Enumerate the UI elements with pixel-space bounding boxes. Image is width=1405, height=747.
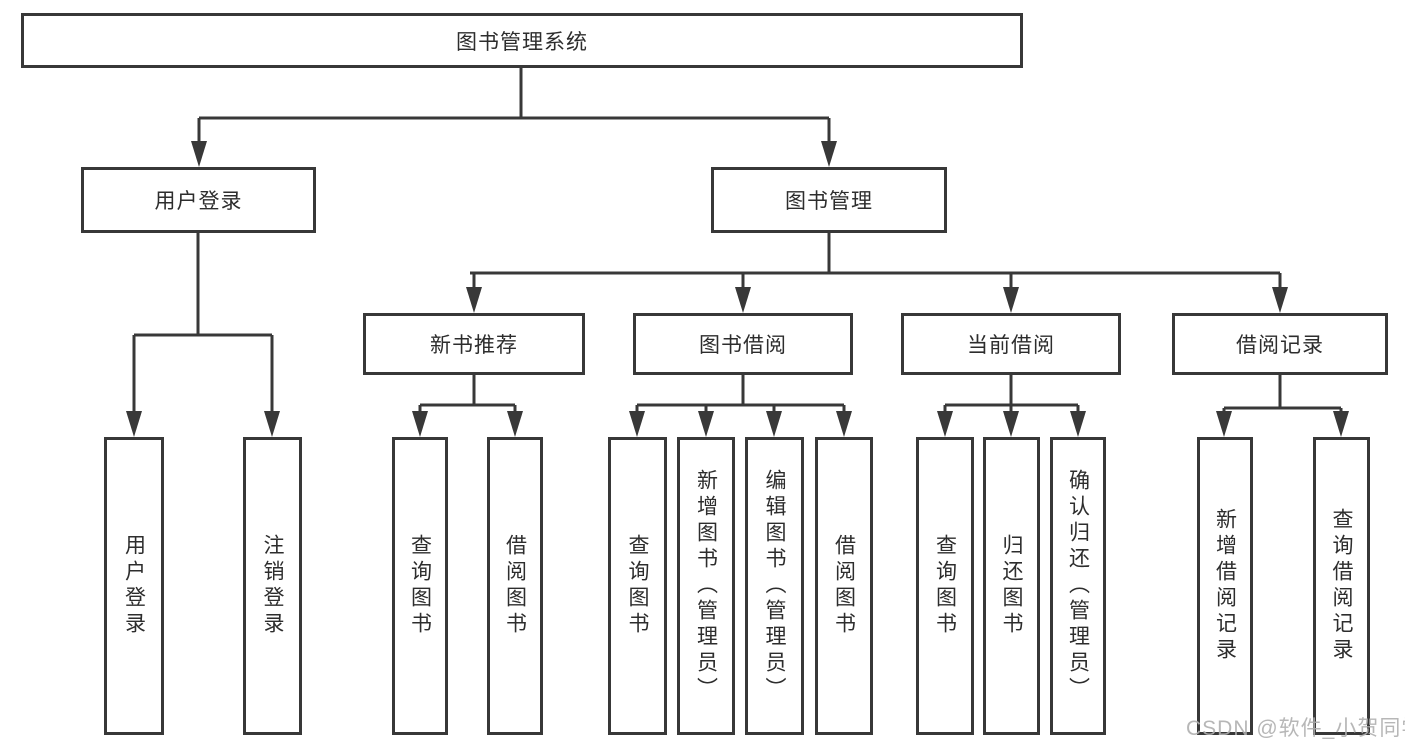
leaf-query-books-borrow-label: 查询图书	[626, 534, 649, 638]
arrowhead-icon	[507, 411, 523, 437]
connector-userlogin-to-leaves	[132, 232, 274, 413]
leaf-logout: 注销登录	[243, 437, 302, 735]
node-book-management-label: 图书管理	[785, 190, 873, 213]
leaf-confirm-return-admin: 确认归还（管理员）	[1050, 437, 1106, 735]
leaf-edit-books-admin-label: 编辑图书（管理员）	[763, 469, 786, 703]
arrowhead-icon	[629, 411, 645, 437]
node-borrow-records: 借阅记录	[1172, 313, 1388, 375]
arrowhead-icon	[466, 287, 482, 313]
node-user-login-label: 用户登录	[154, 190, 243, 213]
leaf-user-login-label: 用户登录	[122, 534, 146, 638]
connector-borrow-to-leaves	[635, 375, 846, 413]
arrowhead-icon	[1333, 411, 1349, 437]
leaf-query-borrow-record: 查询借阅记录	[1313, 437, 1370, 735]
arrowhead-icon	[766, 411, 782, 437]
leaf-query-books-current: 查询图书	[916, 437, 974, 735]
leaf-return-books: 归还图书	[983, 437, 1040, 735]
arrowhead-icon	[264, 411, 280, 437]
leaf-add-borrow-record: 新增借阅记录	[1197, 437, 1253, 735]
leaf-borrow-books-recommend: 借阅图书	[487, 437, 543, 735]
csdn-watermark: CSDN @软件_小贺同学	[1186, 717, 1405, 740]
arrowhead-icon	[126, 411, 142, 437]
arrowhead-icon	[412, 411, 428, 437]
connector-bookmgmt-to-level3	[470, 233, 1282, 289]
leaf-add-borrow-record-label: 新增借阅记录	[1213, 508, 1237, 664]
node-new-book-recommend: 新书推荐	[363, 313, 585, 375]
arrowhead-icon	[821, 141, 837, 167]
connector-current-to-leaves	[943, 375, 1080, 413]
leaf-query-books-recommend: 查询图书	[392, 437, 448, 735]
node-root: 图书管理系统	[21, 13, 1023, 68]
connector-root-to-level2	[197, 68, 831, 143]
node-current-borrow: 当前借阅	[901, 313, 1121, 375]
node-user-login: 用户登录	[81, 167, 316, 233]
arrowhead-icon	[1216, 411, 1232, 437]
node-book-management: 图书管理	[711, 167, 947, 233]
leaf-borrow-books-label: 借阅图书	[832, 534, 856, 638]
arrowhead-icon	[937, 411, 953, 437]
arrowhead-icon	[698, 411, 714, 437]
leaf-edit-books-admin: 编辑图书（管理员）	[745, 437, 804, 735]
connector-records-to-leaves	[1222, 375, 1343, 413]
arrowhead-icon	[191, 141, 207, 167]
arrowhead-icon	[1003, 287, 1019, 313]
node-book-borrow: 图书借阅	[633, 313, 853, 375]
node-current-borrow-label: 当前借阅	[967, 334, 1055, 357]
node-book-borrow-label: 图书借阅	[699, 334, 787, 357]
leaf-add-books-admin-label: 新增图书（管理员）	[694, 469, 718, 703]
leaf-query-books-recommend-label: 查询图书	[408, 534, 432, 638]
arrowhead-icon	[1070, 411, 1086, 437]
arrowhead-icon	[1272, 287, 1288, 313]
arrowhead-icon	[1003, 411, 1019, 437]
leaf-add-books-admin: 新增图书（管理员）	[677, 437, 735, 735]
node-borrow-records-label: 借阅记录	[1236, 334, 1324, 357]
leaf-borrow-books-recommend-label: 借阅图书	[503, 534, 527, 638]
node-root-label: 图书管理系统	[456, 30, 588, 54]
arrowhead-icon	[735, 287, 751, 313]
leaf-query-books-borrow: 查询图书	[608, 437, 667, 735]
arrowhead-icon	[836, 411, 852, 437]
leaf-confirm-return-admin-label: 确认归还（管理员）	[1066, 469, 1090, 703]
leaf-logout-label: 注销登录	[261, 534, 284, 638]
leaf-return-books-label: 归还图书	[1000, 534, 1023, 638]
leaf-borrow-books: 借阅图书	[815, 437, 873, 735]
connector-newbook-to-leaves	[418, 375, 517, 413]
leaf-user-login: 用户登录	[104, 437, 164, 735]
node-new-book-recommend-label: 新书推荐	[430, 334, 518, 357]
leaf-query-borrow-record-label: 查询借阅记录	[1330, 508, 1353, 664]
leaf-query-books-current-label: 查询图书	[933, 534, 957, 638]
